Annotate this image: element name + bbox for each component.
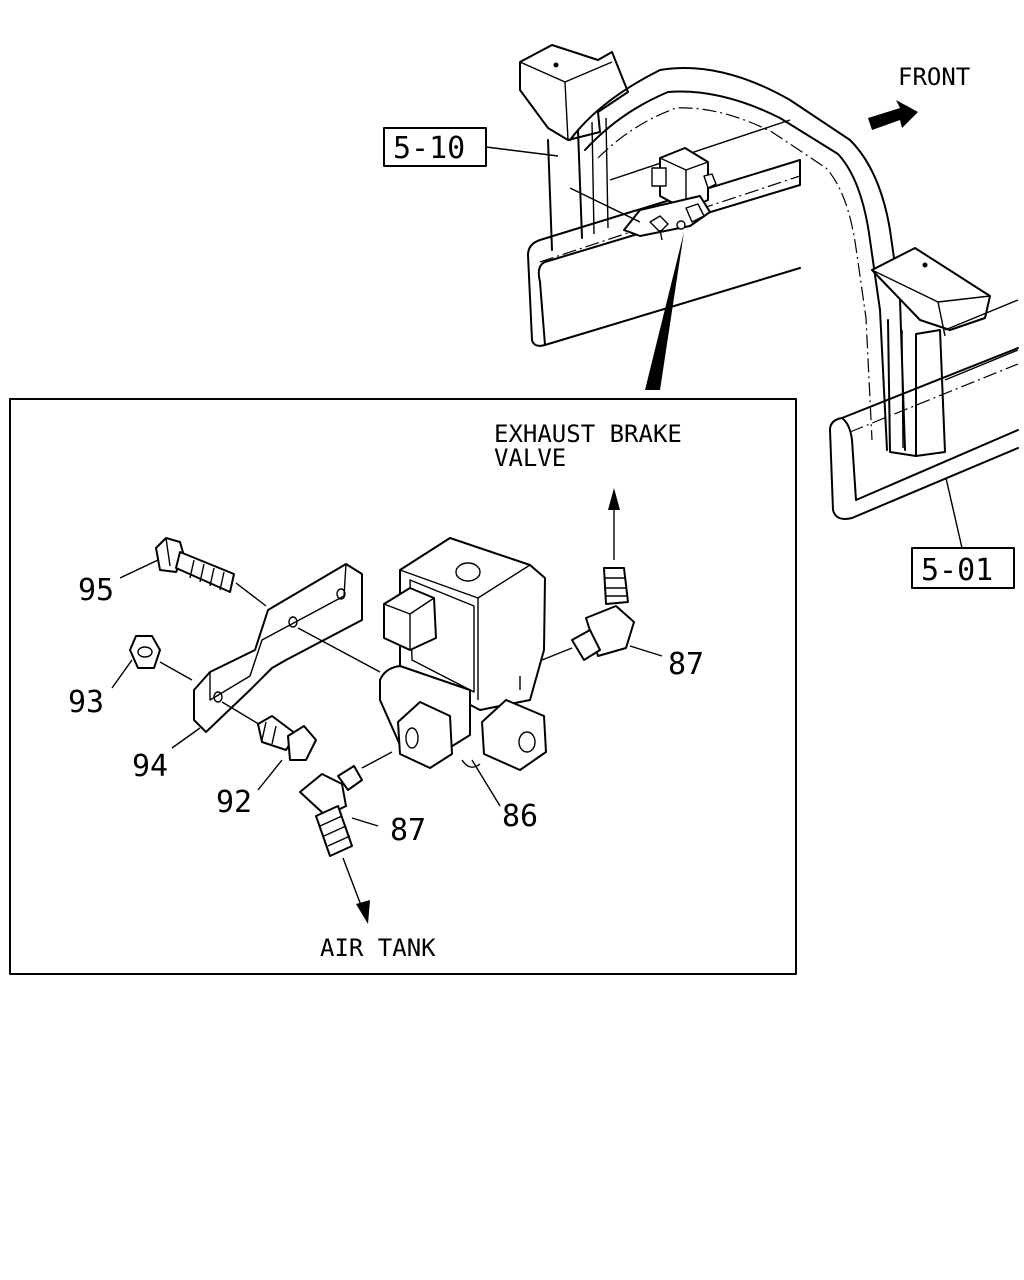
part-number-92: 92: [216, 785, 252, 820]
part-number-94: 94: [132, 749, 168, 784]
exhaust-brake-valve-86: [361, 537, 573, 807]
bracket-94: [193, 563, 381, 733]
valve-small-view: [569, 147, 717, 241]
front-label: FRONT: [898, 63, 970, 91]
nut-93: [129, 635, 193, 681]
ref-box-5-10: 5-10: [383, 127, 559, 167]
detail-pointer: [645, 232, 684, 390]
exhaust-brake-label-2: VALVE: [494, 444, 566, 472]
front-arrow-icon: [868, 100, 918, 130]
bolt-95: [155, 537, 267, 607]
exhaust-brake-label: EXHAUST BRAKE: [494, 420, 682, 448]
ref-box-5-01: 5-01: [911, 477, 1015, 589]
part-number-93: 93: [68, 685, 104, 720]
air-tank-label: AIR TANK: [320, 934, 436, 962]
svg-text:5-10: 5-10: [393, 131, 465, 166]
chassis-frame: [519, 44, 1019, 520]
part-number-87-right: 87: [668, 647, 704, 682]
bolt-92: [221, 701, 317, 761]
flow-arrow-icon: [608, 488, 620, 560]
part-number-87-lower: 87: [390, 813, 426, 848]
svg-text:5-01: 5-01: [921, 553, 993, 588]
fitting-87-right: [571, 567, 663, 661]
part-number-86: 86: [502, 799, 538, 834]
fitting-87-lower: [299, 765, 379, 924]
part-number-95: 95: [78, 573, 114, 608]
detail-frame: [9, 398, 797, 975]
